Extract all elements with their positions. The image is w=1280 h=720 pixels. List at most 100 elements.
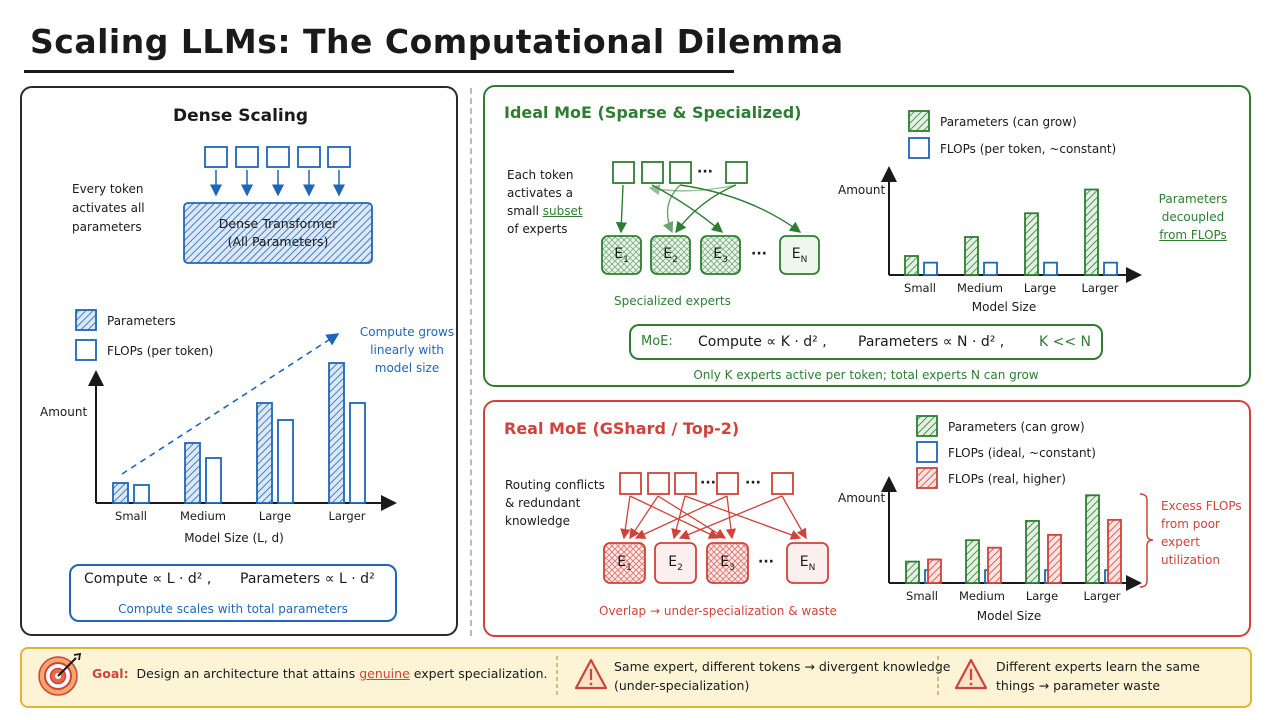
bar-real-s0-medium (965, 539, 980, 584)
ideal-formula-compute: Compute ∝ K · d² , (698, 334, 827, 350)
expert-3-sub: 3 (722, 254, 728, 265)
real-note-line-3: knowledge (505, 514, 571, 528)
x-tick-ideal-medium: Medium (957, 281, 1003, 295)
real-expert-1: E1 (604, 553, 645, 577)
ideal-formula-box (629, 324, 1103, 360)
trend-note-line-1: Compute grows (359, 325, 455, 339)
x-tick-ideal-larger: Larger (1081, 281, 1119, 295)
warning-icon (574, 658, 608, 690)
real-moe-panel (483, 400, 1251, 637)
ideal-note-line-4: of experts (507, 222, 568, 236)
real-side-line-1: Excess FLOPs (1161, 499, 1242, 513)
bar-dense-s0-small (112, 482, 129, 504)
ideal-token-boxes (612, 161, 748, 184)
dense-bar-chart (88, 333, 397, 511)
real-expert-3-sub: 3 (729, 562, 735, 573)
dense-legend-swatches (75, 309, 97, 361)
x-tick-real-larger: Larger (1083, 589, 1121, 603)
real-xlabel: Model Size (976, 609, 1042, 623)
expert-1-base: E (614, 246, 624, 262)
dense-transformer-label: Dense Transformer (All Parameters) (184, 215, 372, 251)
ideal-expert-n: EN (780, 245, 819, 269)
ideal-moe-panel (483, 85, 1251, 387)
ideal-side-line-3: from FLOPs (1159, 228, 1227, 242)
real-swatch-flops-ideal (916, 441, 938, 463)
ideal-routing-arrows (615, 184, 802, 234)
bar-ideal-s0-medium (964, 236, 979, 276)
ideal-formula-cond: K << N (1039, 334, 1092, 350)
dense-block-line-2: (All Parameters) (227, 234, 329, 249)
ideal-token-note: Each token activates a small subset of e… (507, 166, 583, 238)
panel-divider (470, 88, 472, 636)
real-expert-ellipsis: ··· (758, 554, 774, 570)
bar-dense-s1-large (277, 419, 294, 504)
real-side-note: Excess FLOPs from poor expert utilizatio… (1161, 497, 1242, 569)
dense-formula-compute: Compute ∝ L · d² , (84, 571, 212, 587)
warn1-line-2: (under-specialization) (614, 678, 750, 693)
expert-2-sub: 2 (672, 254, 678, 265)
bar-ideal-s1-medium (983, 261, 998, 276)
real-side-line-4: utilization (1161, 553, 1220, 567)
warning-icon (954, 658, 988, 690)
real-expert-n-sub: N (808, 562, 816, 573)
real-excess-brace (1139, 493, 1154, 588)
dense-token-diagram (183, 146, 373, 264)
ideal-expert-boxes (601, 235, 820, 275)
x-tick-dense-small: Small (115, 509, 147, 523)
dense-legend-flops: FLOPs (per token) (107, 344, 214, 358)
bar-dense-s1-larger (349, 402, 366, 504)
real-expert-3-base: E (720, 554, 730, 570)
dense-trend-note: Compute grows linearly with model size (352, 323, 462, 377)
bar-ideal-s1-large (1043, 261, 1058, 276)
legend-swatch-params (75, 309, 97, 331)
dense-token-boxes (204, 146, 351, 168)
real-legend-params: Parameters (can grow) (948, 420, 1085, 434)
real-heading: Real MoE (GShard / Top-2) (504, 419, 740, 438)
warn2-line-2: things → parameter waste (996, 678, 1161, 693)
real-expert-1-sub: 1 (626, 562, 632, 573)
ideal-expert-2: E2 (651, 245, 690, 269)
ideal-note-subset: subset (542, 204, 583, 218)
bar-dense-s0-large (256, 402, 273, 504)
dense-legend-params: Parameters (107, 314, 176, 328)
bar-ideal-s0-small (904, 255, 919, 276)
expert-n-sub: N (800, 254, 808, 265)
goal-text-post: expert specialization. (413, 666, 548, 681)
bar-dense-s1-small (133, 484, 150, 504)
expert-3-base: E (713, 246, 723, 262)
ideal-expert-ellipsis: ··· (751, 246, 767, 262)
expert-1-sub: 1 (623, 254, 629, 265)
ideal-side-line-1: Parameters (1158, 192, 1228, 206)
ideal-swatch-params (908, 110, 930, 132)
warning-under-specialization: Same expert, different tokens → divergen… (614, 657, 950, 695)
bar-ideal-s0-larger (1084, 188, 1099, 276)
warn1-line-1: Same expert, different tokens → divergen… (614, 659, 951, 674)
dense-xlabel: Model Size (L, d) (184, 531, 284, 545)
ideal-expert-3: E3 (701, 245, 740, 269)
bar-dense-s0-medium (184, 442, 201, 504)
legend-swatch-flops (75, 339, 97, 361)
ideal-expert-1: E1 (602, 245, 641, 269)
dense-trend-arrow (121, 333, 340, 475)
real-experts-caption: Overlap → under-specialization & waste (599, 604, 837, 618)
x-tick-dense-medium: Medium (180, 509, 226, 523)
real-routing-arrows (620, 495, 807, 540)
real-token-ellipsis-b: ··· (745, 475, 761, 491)
real-ylabel: Amount (838, 491, 886, 505)
dense-token-note: Every token activates all parameters (72, 180, 145, 237)
real-expert-2-base: E (668, 554, 678, 570)
warn2-line-1: Different experts learn the same (996, 659, 1200, 674)
dense-ylabel: Amount (40, 405, 88, 419)
bar-real-s0-large (1025, 520, 1040, 584)
x-tick-real-large: Large (1025, 589, 1059, 603)
warning-parameter-waste: Different experts learn the same things … (996, 657, 1200, 695)
real-expert-3: E3 (707, 553, 748, 577)
trend-note-line-2: linearly with (370, 343, 444, 357)
x-tick-real-medium: Medium (959, 589, 1005, 603)
x-tick-real-small: Small (906, 589, 938, 603)
